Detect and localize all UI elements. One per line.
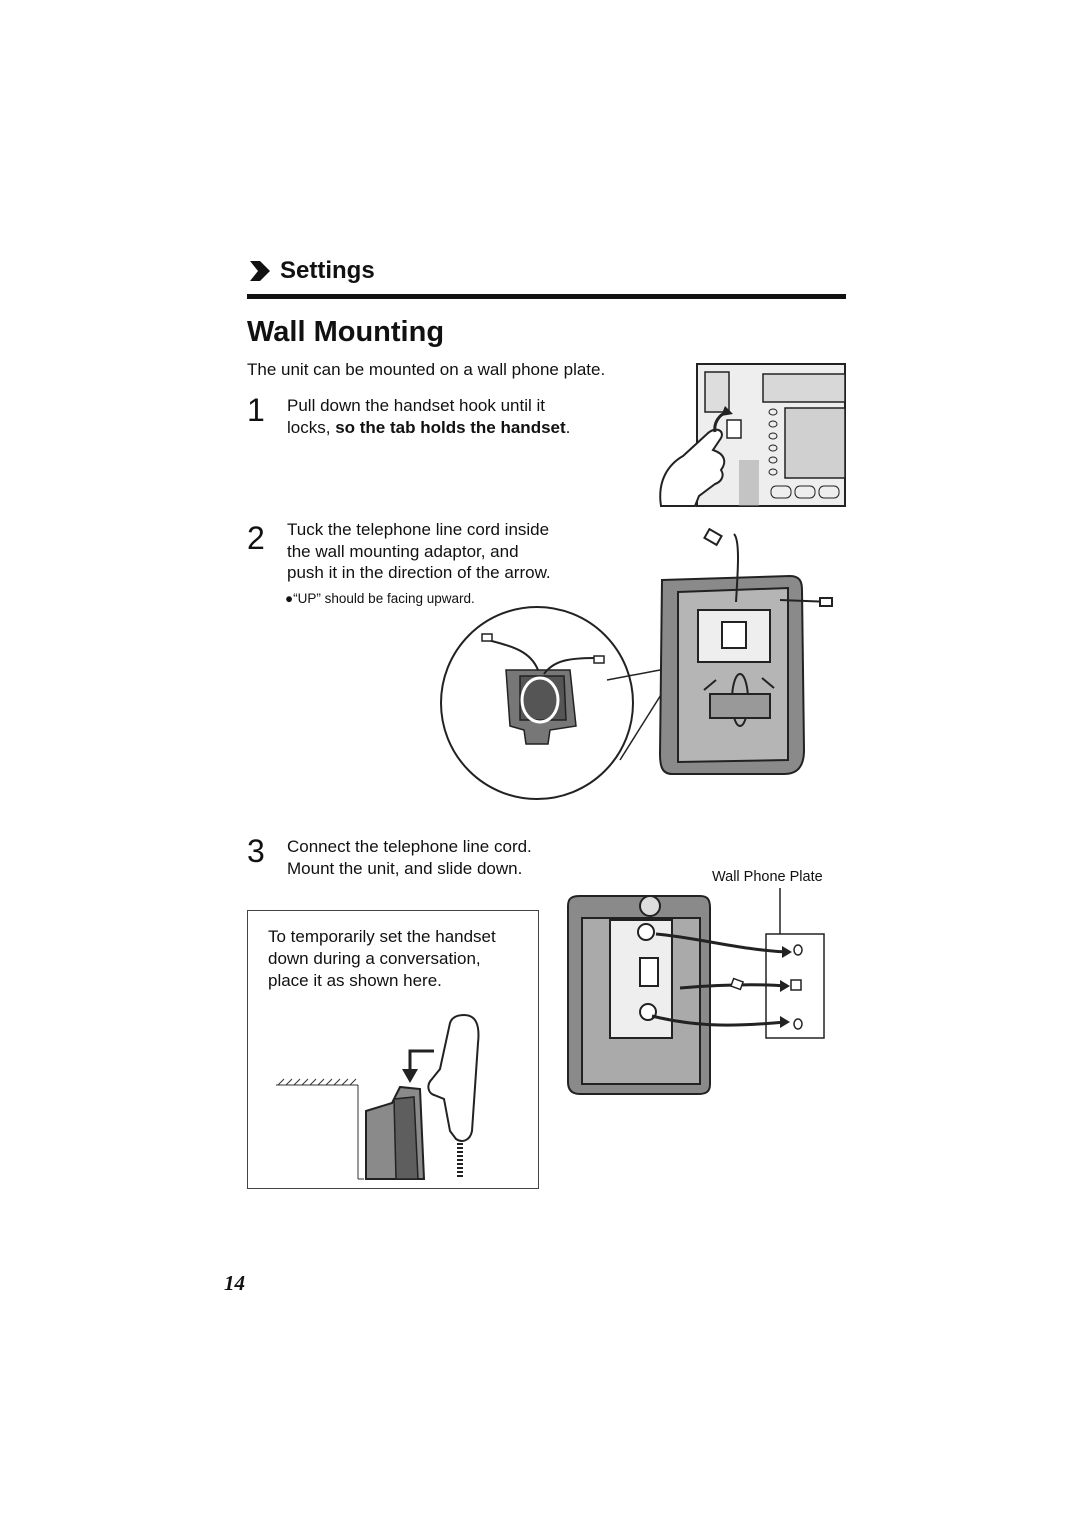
hook-tab-icon — [726, 419, 742, 439]
step-2-note: ●“UP” should be facing upward. — [285, 590, 475, 608]
step-2-text: Tuck the telephone line cord inside the … — [287, 519, 607, 584]
bullet-icon: ● — [285, 591, 294, 606]
zoomed-adaptor-icon — [481, 633, 605, 745]
step-2-line-1: Tuck the telephone line cord inside — [287, 520, 550, 539]
step-1-line-2: locks, so the tab holds the handset. — [287, 417, 571, 437]
step-2-line-3: push it in the direction of the arrow. — [287, 563, 551, 582]
display-icon — [762, 373, 846, 403]
step-2-number: 2 — [247, 520, 265, 556]
page-title: Wall Mounting — [247, 316, 445, 348]
step-1-text: Pull down the handset hook until it lock… — [287, 395, 627, 438]
tip-line-3: place it as shown here. — [268, 971, 442, 990]
tip-text: To temporarily set the handset down duri… — [268, 926, 528, 992]
tip-line-1: To temporarily set the handset — [268, 927, 496, 946]
page-number: 14 — [224, 1271, 245, 1295]
step-1-number: 1 — [247, 392, 265, 428]
step-1-line-1: Pull down the handset hook until it — [287, 396, 546, 415]
wall-plate-illustration — [567, 888, 825, 1095]
section-title: Settings — [280, 257, 375, 284]
tip-box: To temporarily set the handset down duri… — [247, 910, 539, 1189]
hand-icon — [659, 428, 726, 507]
step-3-number: 3 — [247, 833, 265, 869]
intro-text: The unit can be mounted on a wall phone … — [247, 360, 606, 379]
step-3-text: Connect the telephone line cord. Mount t… — [287, 836, 587, 879]
hook-slot-icon — [704, 371, 730, 413]
section-divider — [247, 294, 846, 299]
step-1-emphasis: so the tab holds the handset — [335, 417, 566, 437]
handset-hook-illustration — [659, 363, 846, 507]
step-3-line-1: Connect the telephone line cord. — [287, 837, 532, 856]
handset-icon — [427, 1013, 480, 1142]
step-3-line-2: Mount the unit, and slide down. — [287, 858, 523, 878]
wall-plate-label: Wall Phone Plate — [712, 869, 823, 885]
tip-line-2: down during a conversation, — [268, 949, 481, 968]
down-arrow-icon — [408, 1049, 434, 1073]
right-arrow-icon — [250, 261, 270, 281]
adaptor-illustration — [440, 527, 833, 800]
step-2-note-text: “UP” should be facing upward. — [293, 591, 475, 606]
phone-body-icon — [567, 895, 711, 1095]
wall-hatch-icon — [277, 1078, 357, 1086]
step-2-line-2: the wall mounting adaptor, and — [287, 541, 519, 561]
handset-hanging-illustration — [276, 1013, 480, 1180]
phone-back-icon — [658, 527, 833, 775]
section-heading: Settings — [248, 256, 375, 286]
